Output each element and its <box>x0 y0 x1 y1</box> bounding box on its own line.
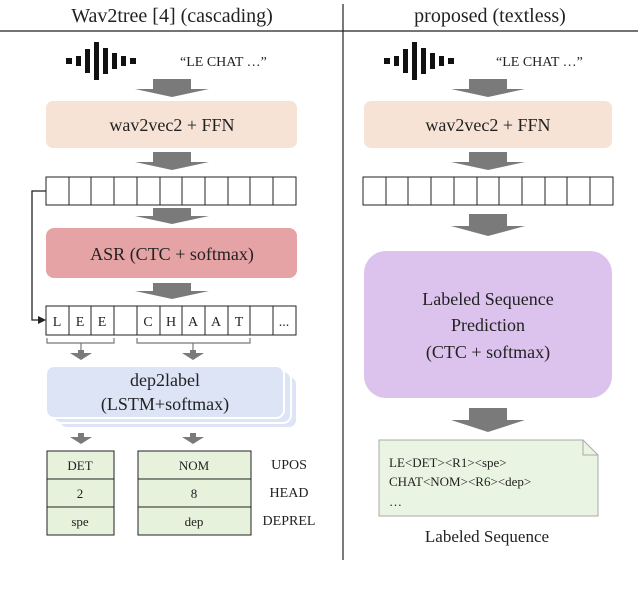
char-cell: L <box>53 315 62 330</box>
deprel-cell: spe <box>71 514 89 529</box>
left-transcript: “LE CHAT …” <box>180 55 267 70</box>
left-encoder-label: wav2vec2 + FFN <box>109 115 234 135</box>
row-label-head: HEAD <box>270 486 309 501</box>
row-label-upos: UPOS <box>271 458 307 473</box>
output-line3: … <box>389 494 402 509</box>
deprel-cell: dep <box>185 514 204 529</box>
char-cell: C <box>143 315 152 330</box>
skip-connection-arrow <box>31 190 46 324</box>
labeled-sequence-prediction-box <box>364 251 612 398</box>
right-waveform-icon <box>384 42 454 80</box>
right-arrow-1 <box>451 79 525 97</box>
asr-box <box>46 228 297 278</box>
right-encoder-label: wav2vec2 + FFN <box>425 115 550 135</box>
right-panel-title: proposed (textless) <box>414 5 566 27</box>
dep2label-stack <box>45 365 298 429</box>
char-cell: A <box>211 315 222 330</box>
label-table-word2: NOM 8 dep <box>137 450 252 536</box>
table-arrow-1 <box>70 433 92 444</box>
left-arrow-4 <box>135 283 209 299</box>
label-table-word1: DET 2 spe <box>46 450 115 536</box>
output-line2: CHAT<NOM><R6><dep> <box>389 474 531 489</box>
right-transcript: “LE CHAT …” <box>496 55 583 70</box>
left-arrow-3 <box>135 208 209 224</box>
right-arrow-3 <box>451 214 525 236</box>
right-arrow-4 <box>451 408 525 432</box>
labeled-sequence-document <box>378 439 599 517</box>
char-cell: T <box>235 315 244 330</box>
head-cell: 2 <box>77 486 84 501</box>
asr-label: ASR (CTC + softmax) <box>90 244 254 265</box>
char-cells: L E E C H A A T ... <box>45 305 297 336</box>
char-cell: ... <box>279 315 290 330</box>
char-cell: E <box>76 315 85 330</box>
left-waveform-icon <box>66 42 136 80</box>
upos-cell: DET <box>67 458 92 473</box>
char-cell: E <box>98 315 107 330</box>
lsp-line2: Prediction <box>451 315 525 335</box>
word-arrow-2 <box>182 350 204 360</box>
right-arrow-2 <box>451 152 525 170</box>
head-cell: 8 <box>191 486 198 501</box>
left-embedding-strip <box>45 176 297 206</box>
left-encoder-box <box>46 101 297 148</box>
right-encoder-box <box>364 101 612 148</box>
word-group-bracket-1 <box>46 338 115 344</box>
lsp-line3: (CTC + softmax) <box>426 342 550 363</box>
output-caption: Labeled Sequence <box>425 527 549 546</box>
left-arrow-2 <box>135 152 209 170</box>
word-arrow-1 <box>70 350 92 360</box>
left-arrow-1 <box>135 79 209 97</box>
char-cell: H <box>166 315 176 330</box>
table-arrow-2 <box>182 433 204 444</box>
right-embedding-strip <box>362 176 614 206</box>
left-panel-title: Wav2tree [4] (cascading) <box>71 5 273 27</box>
dep2label-title: dep2label <box>130 370 200 390</box>
dep2label-subtitle: (LSTM+softmax) <box>101 394 229 415</box>
row-label-deprel: DEPREL <box>263 514 316 529</box>
output-line1: LE<DET><R1><spe> <box>389 455 507 470</box>
upos-cell: NOM <box>179 458 210 473</box>
char-cell: A <box>188 315 199 330</box>
word-group-bracket-2 <box>136 338 251 344</box>
lsp-line1: Labeled Sequence <box>422 289 553 309</box>
document-fold <box>582 440 598 456</box>
